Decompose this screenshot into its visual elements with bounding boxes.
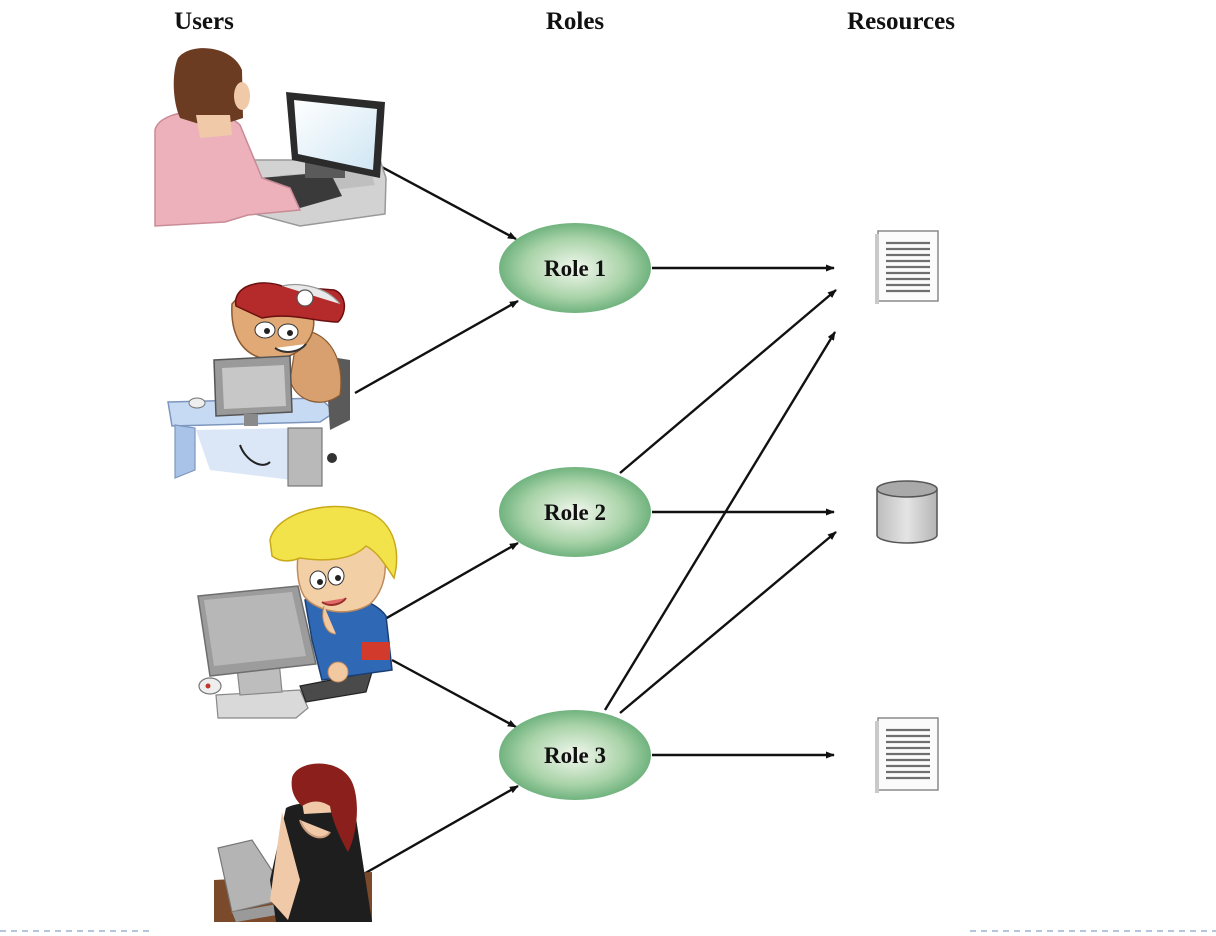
role-resource-arrows: [603, 264, 837, 759]
woman-with-laptop-icon: [214, 763, 372, 922]
arrow-user3-role3: [391, 658, 517, 729]
arrow-role2-resource1: [619, 289, 837, 474]
users-header: Users: [174, 8, 234, 35]
user-role-arrows: [354, 163, 519, 877]
resources-header: Resources: [847, 8, 955, 35]
document-icon: [875, 717, 939, 793]
role-1-node: Role 1: [499, 223, 651, 313]
role-2-label: Role 2: [544, 500, 606, 525]
hacker-at-computer-icon: [167, 282, 350, 487]
arrow-user3-role2: [377, 541, 519, 625]
roles-header: Roles: [545, 8, 605, 35]
arrow-role3-resource2: [619, 531, 837, 714]
boy-at-computer-icon: [197, 505, 398, 719]
role-2-node: Role 2: [499, 467, 651, 557]
arrow-user4-role3: [361, 784, 519, 877]
woman-at-desktop-icon: [154, 48, 387, 227]
arrow-role3-resource1: [603, 331, 837, 711]
document-icon: [875, 230, 939, 304]
role-3-node: Role 3: [499, 710, 651, 800]
role-3-label: Role 3: [544, 743, 606, 768]
database-icon: [876, 480, 938, 544]
arrow-user1-role1: [377, 163, 517, 241]
role-1-label: Role 1: [544, 256, 606, 281]
arrow-user2-role1: [354, 299, 519, 395]
